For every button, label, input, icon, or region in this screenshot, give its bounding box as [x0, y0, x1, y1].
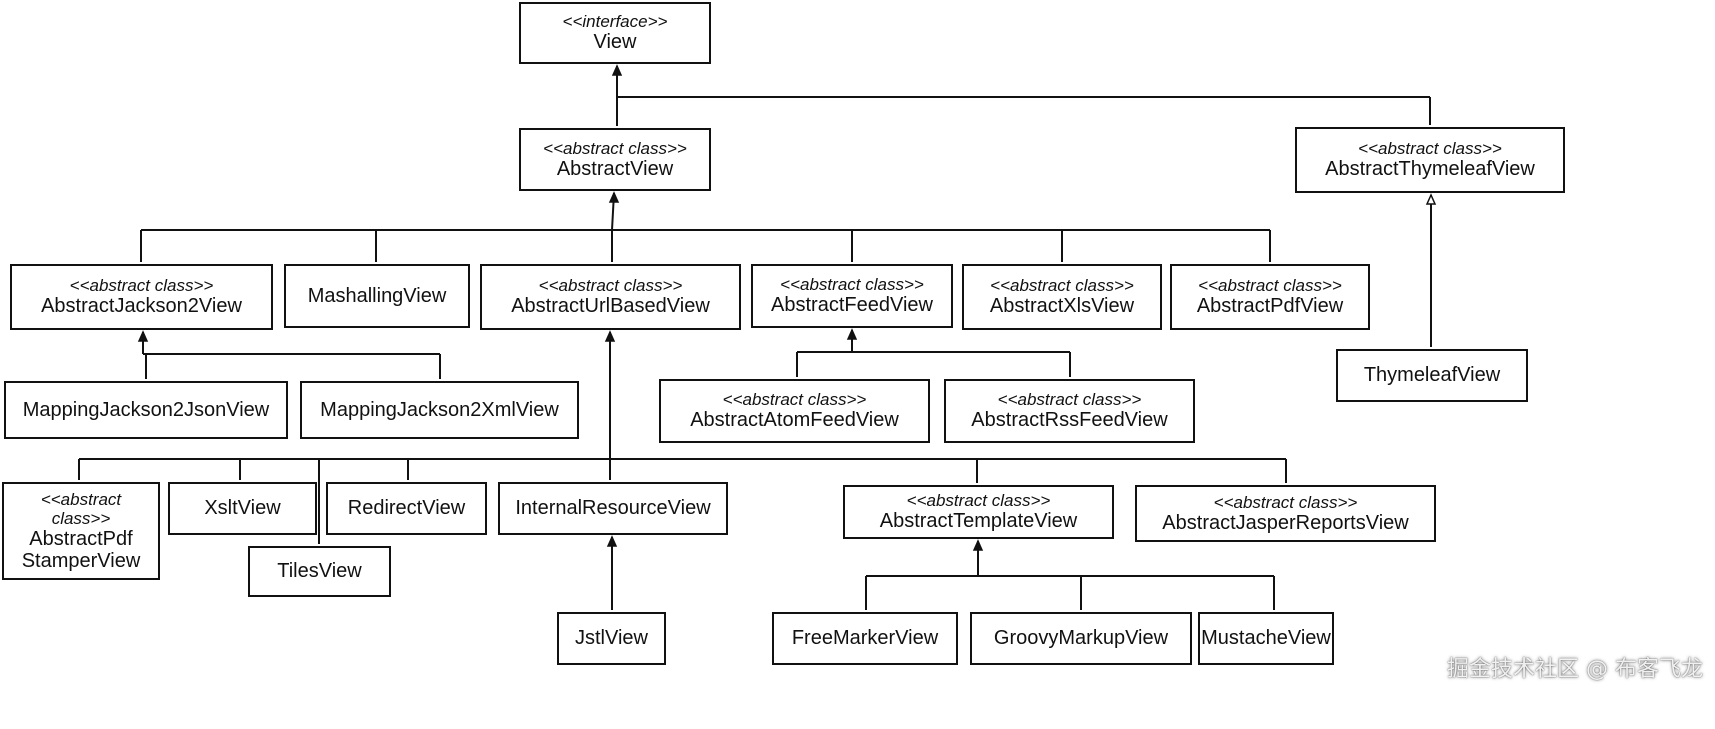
class-name-label: AbstractJasperReportsView — [1162, 511, 1409, 534]
class-name-label: AbstractRssFeedView — [971, 409, 1168, 432]
class-box-tiles-view: TilesView — [248, 546, 391, 597]
stereotype-label: <<abstract class>> — [1358, 139, 1502, 159]
class-name-label: View — [593, 31, 637, 54]
class-box-abstract-xls-view: <<abstract class>>AbstractXlsView — [962, 264, 1162, 330]
stereotype-label: <<abstract class>> — [780, 275, 924, 295]
class-box-free-marker-view: FreeMarkerView — [772, 612, 958, 665]
inheritance-arrowhead — [604, 330, 616, 342]
stereotype-label: <<abstract class>> — [69, 276, 214, 296]
class-box-abstract-atom-feed-view: <<abstract class>>AbstractAtomFeedView — [659, 379, 930, 443]
stereotype-label: <<abstract class>> — [722, 390, 867, 410]
class-box-jstl-view: JstlView — [557, 612, 666, 665]
class-box-mustache-view: MustacheView — [1198, 612, 1334, 665]
class-box-abstract-thymeleaf-view: <<abstract class>>AbstractThymeleafView — [1295, 127, 1565, 193]
stereotype-label: <<abstract class>> — [543, 138, 687, 158]
inheritance-arrowhead — [1425, 193, 1437, 205]
class-name-label: AbstractJackson2View — [41, 295, 242, 318]
class-name-label: AbstractFeedView — [771, 294, 933, 317]
class-box-abstract-jackson2-view: <<abstract class>>AbstractJackson2View — [10, 264, 273, 330]
class-name-label: AbstractPdfView — [1196, 295, 1344, 318]
class-box-abstract-view: <<abstract class>>AbstractView — [519, 128, 711, 191]
inheritance-arrowhead — [846, 328, 858, 340]
inheritance-arrowhead — [972, 539, 984, 551]
class-name-label: MappingJackson2XmlView — [320, 398, 559, 421]
class-name-label: MappingJackson2JsonView — [22, 398, 270, 421]
stereotype-label: <<abstract class>> — [1198, 276, 1342, 296]
inheritance-arrowhead — [608, 191, 620, 203]
stereotype-label: <<abstract — [40, 489, 122, 509]
class-box-mashalling-view: MashallingView — [284, 264, 470, 328]
class-box-mapping-jackson2-xml-view: MappingJackson2XmlView — [300, 381, 579, 439]
class-box-groovy-markup-view: GroovyMarkupView — [970, 612, 1192, 665]
class-name-label: JstlView — [575, 627, 648, 650]
class-box-redirect-view: RedirectView — [326, 482, 487, 535]
class-name-label: TilesView — [277, 560, 362, 583]
stereotype-label: <<abstract class>> — [906, 491, 1051, 511]
class-name-label: FreeMarkerView — [791, 627, 939, 650]
class-name-label: AbstractTemplateView — [879, 510, 1078, 533]
class-box-thymeleaf-view: ThymeleafView — [1336, 349, 1528, 402]
class-box-abstract-url-based-view: <<abstract class>>AbstractUrlBasedView — [480, 264, 741, 330]
inheritance-arrowhead — [137, 330, 149, 342]
class-name-label: AbstractView — [556, 157, 674, 180]
class-box-abstract-feed-view: <<abstract class>>AbstractFeedView — [751, 264, 953, 328]
class-box-internal-resource-view: InternalResourceView — [498, 482, 728, 535]
class-name-label: MustacheView — [1201, 627, 1331, 650]
class-name-label: ThymeleafView — [1363, 364, 1501, 387]
stereotype-label: <<abstract class>> — [990, 276, 1134, 296]
class-box-abstract-jasper-reports-view: <<abstract class>>AbstractJasperReportsV… — [1135, 485, 1436, 542]
class-box-mapping-jackson2-json-view: MappingJackson2JsonView — [4, 381, 288, 439]
class-name-label: GroovyMarkupView — [993, 627, 1169, 650]
inheritance-arrowhead — [606, 535, 618, 547]
class-name-label: RedirectView — [347, 497, 466, 520]
class-box-abstract-pdf-view: <<abstract class>>AbstractPdfView — [1170, 264, 1370, 330]
stereotype-label: <<abstract class>> — [538, 276, 683, 296]
class-box-xslt-view: XsltView — [168, 482, 317, 535]
class-name-label: AbstractThymeleafView — [1325, 158, 1535, 181]
stereotype-label: <<abstract class>> — [1213, 492, 1358, 512]
inheritance-arrowhead — [611, 64, 623, 76]
watermark: 掘金技术社区 @ 布客飞龙 — [1447, 657, 1703, 682]
class-name-label: InternalResourceView — [515, 497, 711, 520]
stereotype-label: class>> — [51, 508, 111, 528]
class-name-label: XsltView — [204, 497, 281, 520]
class-name-label: AbstractUrlBasedView — [511, 295, 710, 318]
class-name-label: AbstractPdf StamperView — [21, 527, 141, 573]
class-name-label: MashallingView — [307, 284, 447, 307]
class-name-label: AbstractXlsView — [989, 295, 1135, 318]
class-name-label: AbstractAtomFeedView — [690, 409, 899, 432]
class-box-abstract-rss-feed-view: <<abstract class>>AbstractRssFeedView — [944, 379, 1195, 443]
stereotype-label: <<abstract class>> — [997, 390, 1142, 410]
class-box-abstract-template-view: <<abstract class>>AbstractTemplateView — [843, 485, 1114, 539]
stereotype-label: <<interface>> — [562, 12, 668, 32]
class-box-view: <<interface>>View — [519, 2, 711, 64]
